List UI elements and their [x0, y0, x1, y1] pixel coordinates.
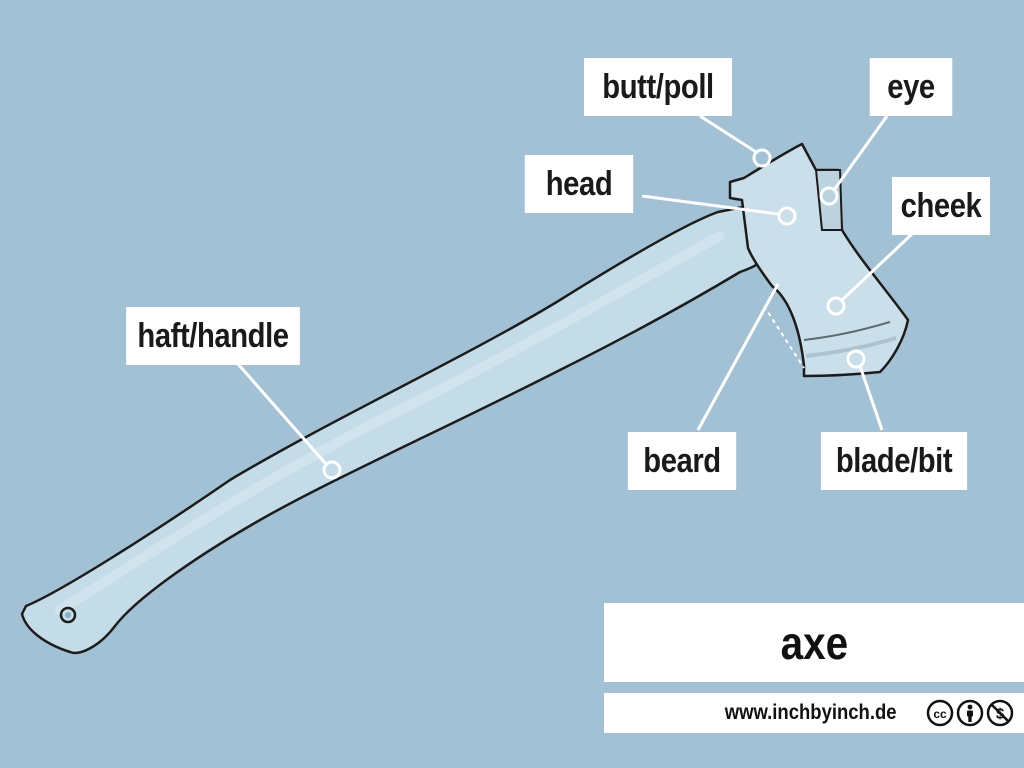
marker-head — [777, 206, 797, 226]
noncommercial-icon: $ — [986, 699, 1014, 727]
marker-butt-poll — [752, 148, 772, 168]
marker-cheek — [826, 296, 846, 316]
label-butt-poll: butt/poll — [584, 58, 732, 116]
label-haft-handle: haft/handle — [126, 307, 300, 365]
label-blade-bit: blade/bit — [820, 432, 968, 490]
marker-blade-bit — [846, 349, 866, 369]
marker-eye — [819, 186, 839, 206]
handle-hole — [59, 606, 77, 624]
cc-icon: cc — [926, 699, 954, 727]
svg-text:cc: cc — [933, 707, 947, 721]
marker-haft-handle — [322, 460, 342, 480]
footer-panel: www.inchbyinch.de cc $ — [604, 693, 1024, 733]
label-head: head — [524, 155, 634, 213]
license-icons: cc $ — [926, 699, 1014, 727]
website-link[interactable]: www.inchbyinch.de — [724, 701, 897, 724]
label-eye: eye — [869, 58, 953, 116]
label-beard: beard — [627, 432, 737, 490]
attribution-icon — [956, 699, 984, 727]
axe-head-shape — [728, 142, 910, 378]
label-cheek: cheek — [891, 177, 991, 235]
title-panel: axe — [604, 603, 1024, 682]
page-title: axe — [780, 616, 848, 669]
